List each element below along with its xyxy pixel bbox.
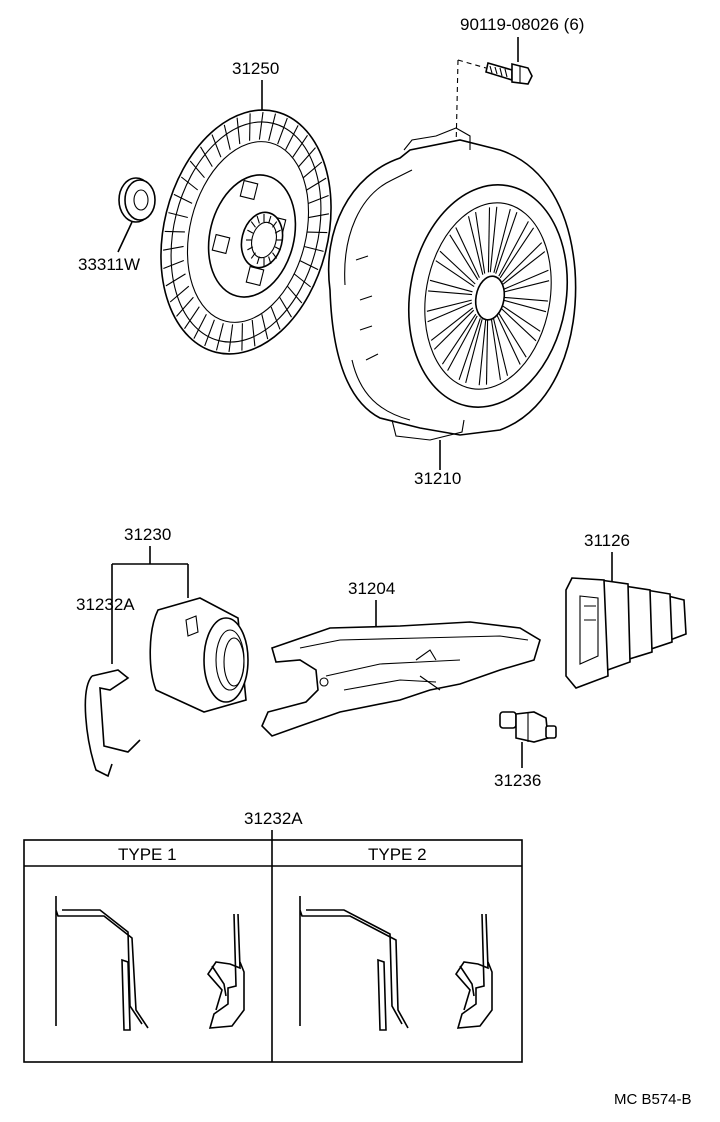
boot-drawing: 31126 xyxy=(565,531,687,689)
label-pilot-bearing: 33311W xyxy=(78,255,140,274)
label-clutch-cover: 31210 xyxy=(414,469,461,488)
clutch-disc-drawing: 31250 xyxy=(160,59,332,355)
label-release-clip: 31232A xyxy=(76,595,135,614)
release-bearing-drawing: 31230 31232A xyxy=(76,525,249,778)
label-boot: 31126 xyxy=(584,531,630,550)
fork-support-drawing: 31236 xyxy=(494,711,557,790)
label-release-fork: 31204 xyxy=(348,579,395,598)
type-table-title: 31232A xyxy=(244,809,303,828)
type-1-clip-drawing xyxy=(55,896,245,1031)
type-table: 31232A TYPE 1 TYPE 2 xyxy=(23,809,523,1063)
pilot-bearing-drawing: 33311W xyxy=(78,177,156,274)
label-bolt: 90119-08026 (6) xyxy=(460,15,584,34)
type-2-clip-drawing xyxy=(299,896,493,1031)
clutch-cover-drawing: 31210 xyxy=(327,127,577,488)
release-fork-drawing: 31204 xyxy=(261,579,541,737)
type-1-header: TYPE 1 xyxy=(118,845,177,864)
label-fork-support: 31236 xyxy=(494,771,541,790)
bolt-drawing: 90119-08026 (6) xyxy=(455,15,584,151)
diagram-reference-code: MC B574-B xyxy=(614,1091,692,1108)
type-2-header: TYPE 2 xyxy=(368,845,427,864)
label-release-bearing: 31230 xyxy=(124,525,171,544)
label-clutch-disc: 31250 xyxy=(232,59,279,78)
